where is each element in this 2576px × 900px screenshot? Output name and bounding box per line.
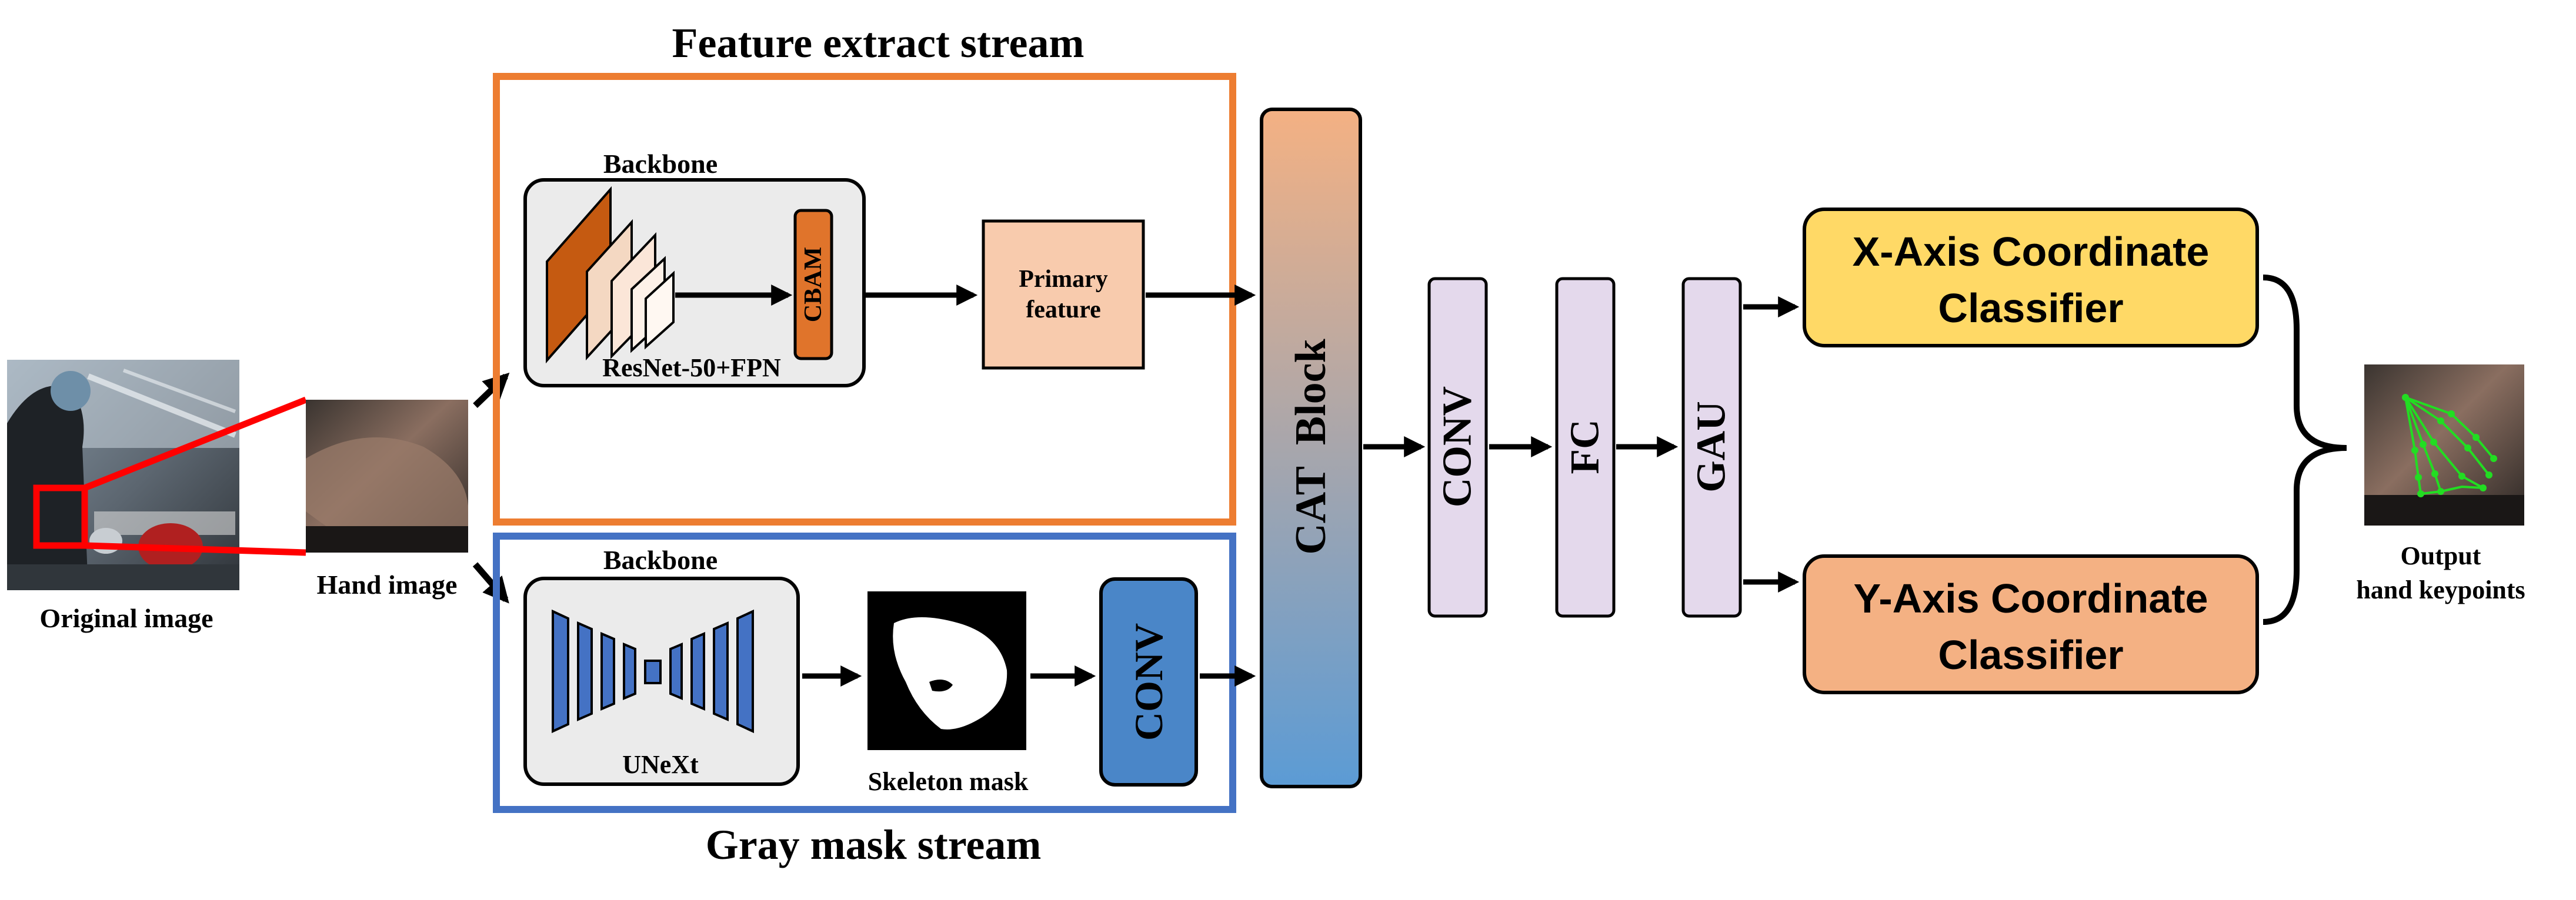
gray-stream-title: Gray mask stream [706,821,1042,868]
x-axis-classifier-box [1803,208,2259,347]
primary-feature-label-line1: Primary [1019,266,1108,293]
zoom-lines [83,396,308,556]
x-axis-classifier-line2: Classifier [1938,285,2123,331]
primary-feature-label-line2: feature [1026,296,1101,323]
cbam-label: CBAM [800,247,827,322]
gray-backbone-label: Backbone [603,545,718,575]
fusion-conv-block [1427,277,1488,618]
gau-block [1681,277,1742,618]
hand-keypoint-skeleton [2404,396,2495,495]
skeleton-mask-image [867,591,1026,750]
original-image-label: Original image [39,603,213,633]
resnet-feature-pyramid [546,186,675,364]
resnet-label: ResNet-50+FPN [602,353,781,382]
feature-stream-title: Feature extract stream [672,19,1085,66]
output-keypoints-image [2364,364,2524,526]
unext-label: UNeXt [622,750,699,779]
y-axis-classifier-line1: Y-Axis Coordinate [1854,576,2208,621]
cat-block [1260,108,1362,788]
gau-label: GAU [1689,401,1734,493]
gray-stream-frame [493,533,1236,813]
fc-label: FC [1563,419,1608,474]
output-label-line1: Output [2401,541,2481,570]
output-label-line2: hand keypoints [2356,576,2525,604]
hand-to-gray-arrow [472,562,509,604]
fc-block [1555,277,1616,618]
cbam-block [793,209,833,360]
fusion-conv-label: CONV [1435,386,1480,507]
unext-encoder-decoder [552,609,754,734]
x-axis-classifier-line1: X-Axis Coordinate [1853,229,2210,275]
primary-feature-block [982,219,1145,370]
gray-conv-block [1099,577,1198,787]
merge-brace [2263,275,2347,625]
original-image [7,360,239,590]
cat-block-label: CAT Block [1287,338,1335,554]
feature-stream-frame [493,73,1236,526]
feature-backbone-label: Backbone [603,149,718,179]
hand-keypoint-dots [2402,394,2497,497]
skeleton-mask-label: Skeleton mask [868,767,1029,796]
gray-conv-label: CONV [1126,623,1171,741]
hand-image [306,400,468,553]
y-axis-classifier-line2: Classifier [1938,632,2123,678]
hand-image-label: Hand image [317,570,458,600]
y-axis-classifier-box [1803,554,2259,694]
hand-to-feature-arrow [473,372,510,408]
